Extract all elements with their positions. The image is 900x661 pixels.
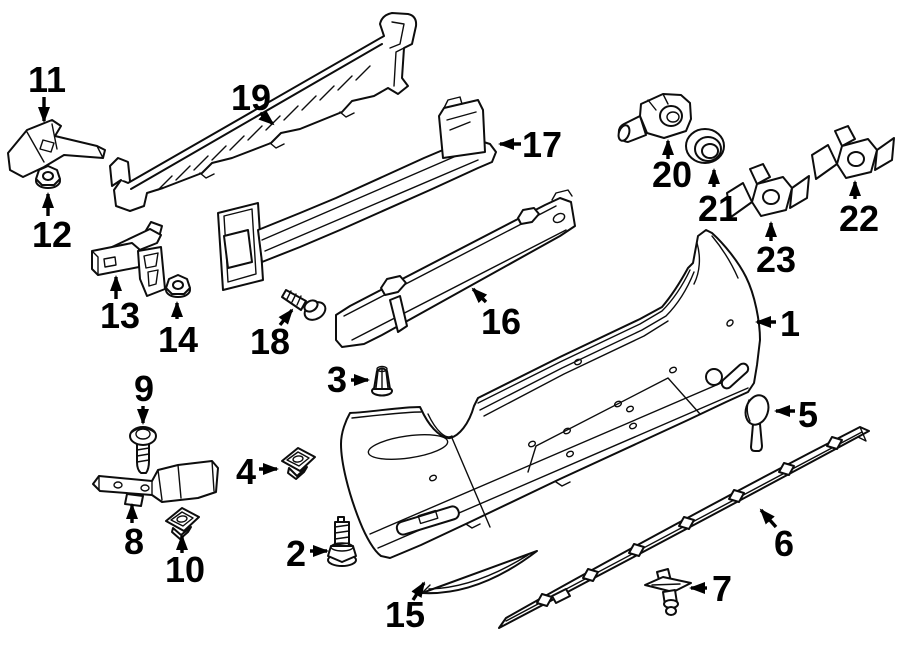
part-18-screw-drawing [281,289,327,321]
callout-number-19: 19 [231,77,271,118]
callout-number-17: 17 [522,124,562,165]
callout-number-22: 22 [839,198,879,239]
callout-19: 19 [231,77,275,126]
callout-number-2: 2 [286,533,306,574]
part-7-push-clip-drawing [644,568,692,616]
callout-number-16: 16 [481,301,521,342]
callout-10: 10 [165,534,205,590]
callout-13: 13 [100,275,140,336]
callout-number-23: 23 [756,239,796,280]
callout-number-14: 14 [158,319,198,360]
part-9-screw-drawing [129,426,157,474]
callout-number-8: 8 [124,521,144,562]
callout-number-20: 20 [652,154,692,195]
callout-5: 5 [774,394,818,435]
callout-4: 4 [236,451,279,492]
callout-18: 18 [250,308,294,362]
callout-number-12: 12 [32,214,72,255]
callout-number-4: 4 [236,451,256,492]
part-23-retainer-drawing [726,163,810,218]
part-17-impact-bar-drawing [217,96,497,291]
callout-number-13: 13 [100,295,140,336]
callout-number-10: 10 [165,549,205,590]
part-22-retainer-drawing [811,125,895,180]
callout-12: 12 [32,192,72,255]
callout-arrow-6 [759,508,778,529]
callout-1: 1 [755,303,800,344]
part-1-bumper-cover-drawing [340,229,761,559]
part-21-grommet-drawing [685,128,725,164]
part-15-deflector-drawing [421,550,538,595]
part-20-sensor-drawing [617,93,692,143]
callout-2: 2 [286,533,329,574]
part-5-tow-hook-cover-drawing [744,394,770,452]
callout-arrow-15 [411,581,426,601]
callout-number-3: 3 [327,359,347,400]
callout-23: 23 [756,221,796,280]
part-3-grommet-drawing [371,365,393,397]
callout-8: 8 [124,503,144,562]
callout-arrow-18 [278,308,294,327]
callout-number-18: 18 [250,321,290,362]
part-4-clip-drawing [281,447,316,480]
callout-number-9: 9 [134,368,154,409]
callout-14: 14 [158,301,198,360]
callout-9: 9 [134,368,154,425]
callout-number-1: 1 [780,303,800,344]
callout-3: 3 [327,359,370,400]
callout-15: 15 [385,581,426,635]
part-13-mount-bracket-drawing [91,221,166,297]
part-12-nut-drawing [35,165,61,189]
callout-number-11: 11 [28,59,66,100]
part-10-clip-drawing [165,507,200,540]
callout-arrow-16 [471,287,488,304]
callout-20: 20 [652,139,692,195]
part-8-lower-bracket-drawing [92,460,219,507]
callout-6: 6 [759,508,794,564]
callout-number-6: 6 [774,523,794,564]
callout-number-7: 7 [712,568,732,609]
part-2-bolt-drawing [327,516,357,567]
callout-arrow-19 [258,110,275,126]
callout-22: 22 [839,180,879,239]
callout-11: 11 [28,59,66,123]
part-6-trim-strip-drawing [498,426,870,629]
callout-17: 17 [498,124,562,165]
callout-number-21: 21 [698,188,738,229]
part-11-side-bracket-drawing [7,119,106,178]
callout-7: 7 [689,568,732,609]
part-16-energy-absorber-drawing [335,189,576,348]
part-14-nut-drawing [165,274,191,298]
callout-21: 21 [698,168,738,229]
callout-number-15: 15 [385,594,425,635]
callout-number-5: 5 [798,394,818,435]
callout-16: 16 [471,287,521,342]
